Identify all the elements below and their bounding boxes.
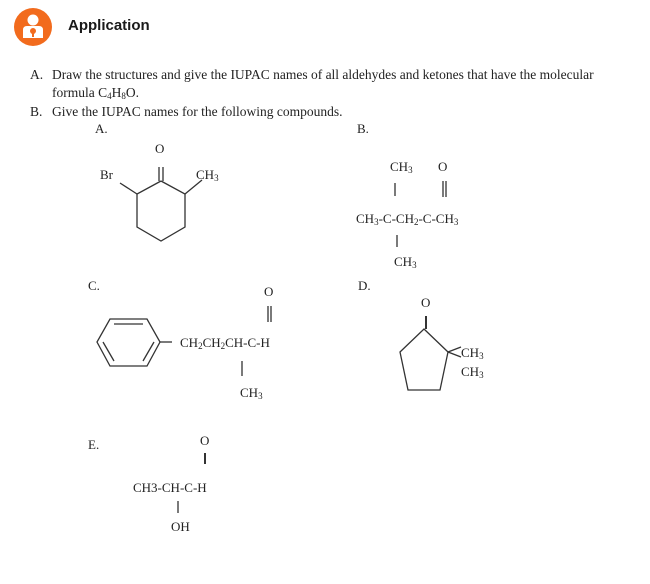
compound-d-methyl-1: CH3 xyxy=(461,345,484,361)
compound-c-chain: CH2CH2CH-C-H xyxy=(180,335,270,351)
compound-d-label: D. xyxy=(358,278,371,293)
question-b-text: Give the IUPAC names for the following c… xyxy=(52,104,343,119)
compound-b-oxygen: O xyxy=(438,159,448,174)
compound-c-label: C. xyxy=(88,278,100,293)
compound-a-label: A. xyxy=(95,121,108,136)
header-title: Application xyxy=(68,17,150,34)
compound-b-top-methyl: CH3 xyxy=(390,159,413,175)
compound-e-chain: CH3-CH-C-H xyxy=(133,480,207,495)
compound-c-branch: CH3 xyxy=(240,385,263,401)
compound-a-methyl: CH3 xyxy=(196,167,219,183)
compound-b-chain: CH3-C-CH2-C-CH3 xyxy=(356,211,459,227)
compound-d-oxygen: O xyxy=(421,295,431,310)
compound-b-bottom-methyl: CH3 xyxy=(394,254,417,270)
question-a-marker: A. xyxy=(30,67,44,82)
compound-b-label: B. xyxy=(357,121,369,136)
compound-a-bromo: Br xyxy=(100,167,113,182)
compound-e-oxygen: O xyxy=(200,433,210,448)
person-badge-icon xyxy=(14,8,52,46)
compound-a-oxygen: O xyxy=(155,141,165,156)
compound-e-label: E. xyxy=(88,437,100,452)
question-a-line1: Draw the structures and give the IUPAC n… xyxy=(52,67,594,82)
compound-e-branch: OH xyxy=(171,519,190,534)
question-b-marker: B. xyxy=(30,104,43,119)
compound-d-methyl-2: CH3 xyxy=(461,364,484,380)
question-a-line2: formula C4H8O. xyxy=(52,85,139,101)
compound-c-oxygen: O xyxy=(264,284,274,299)
